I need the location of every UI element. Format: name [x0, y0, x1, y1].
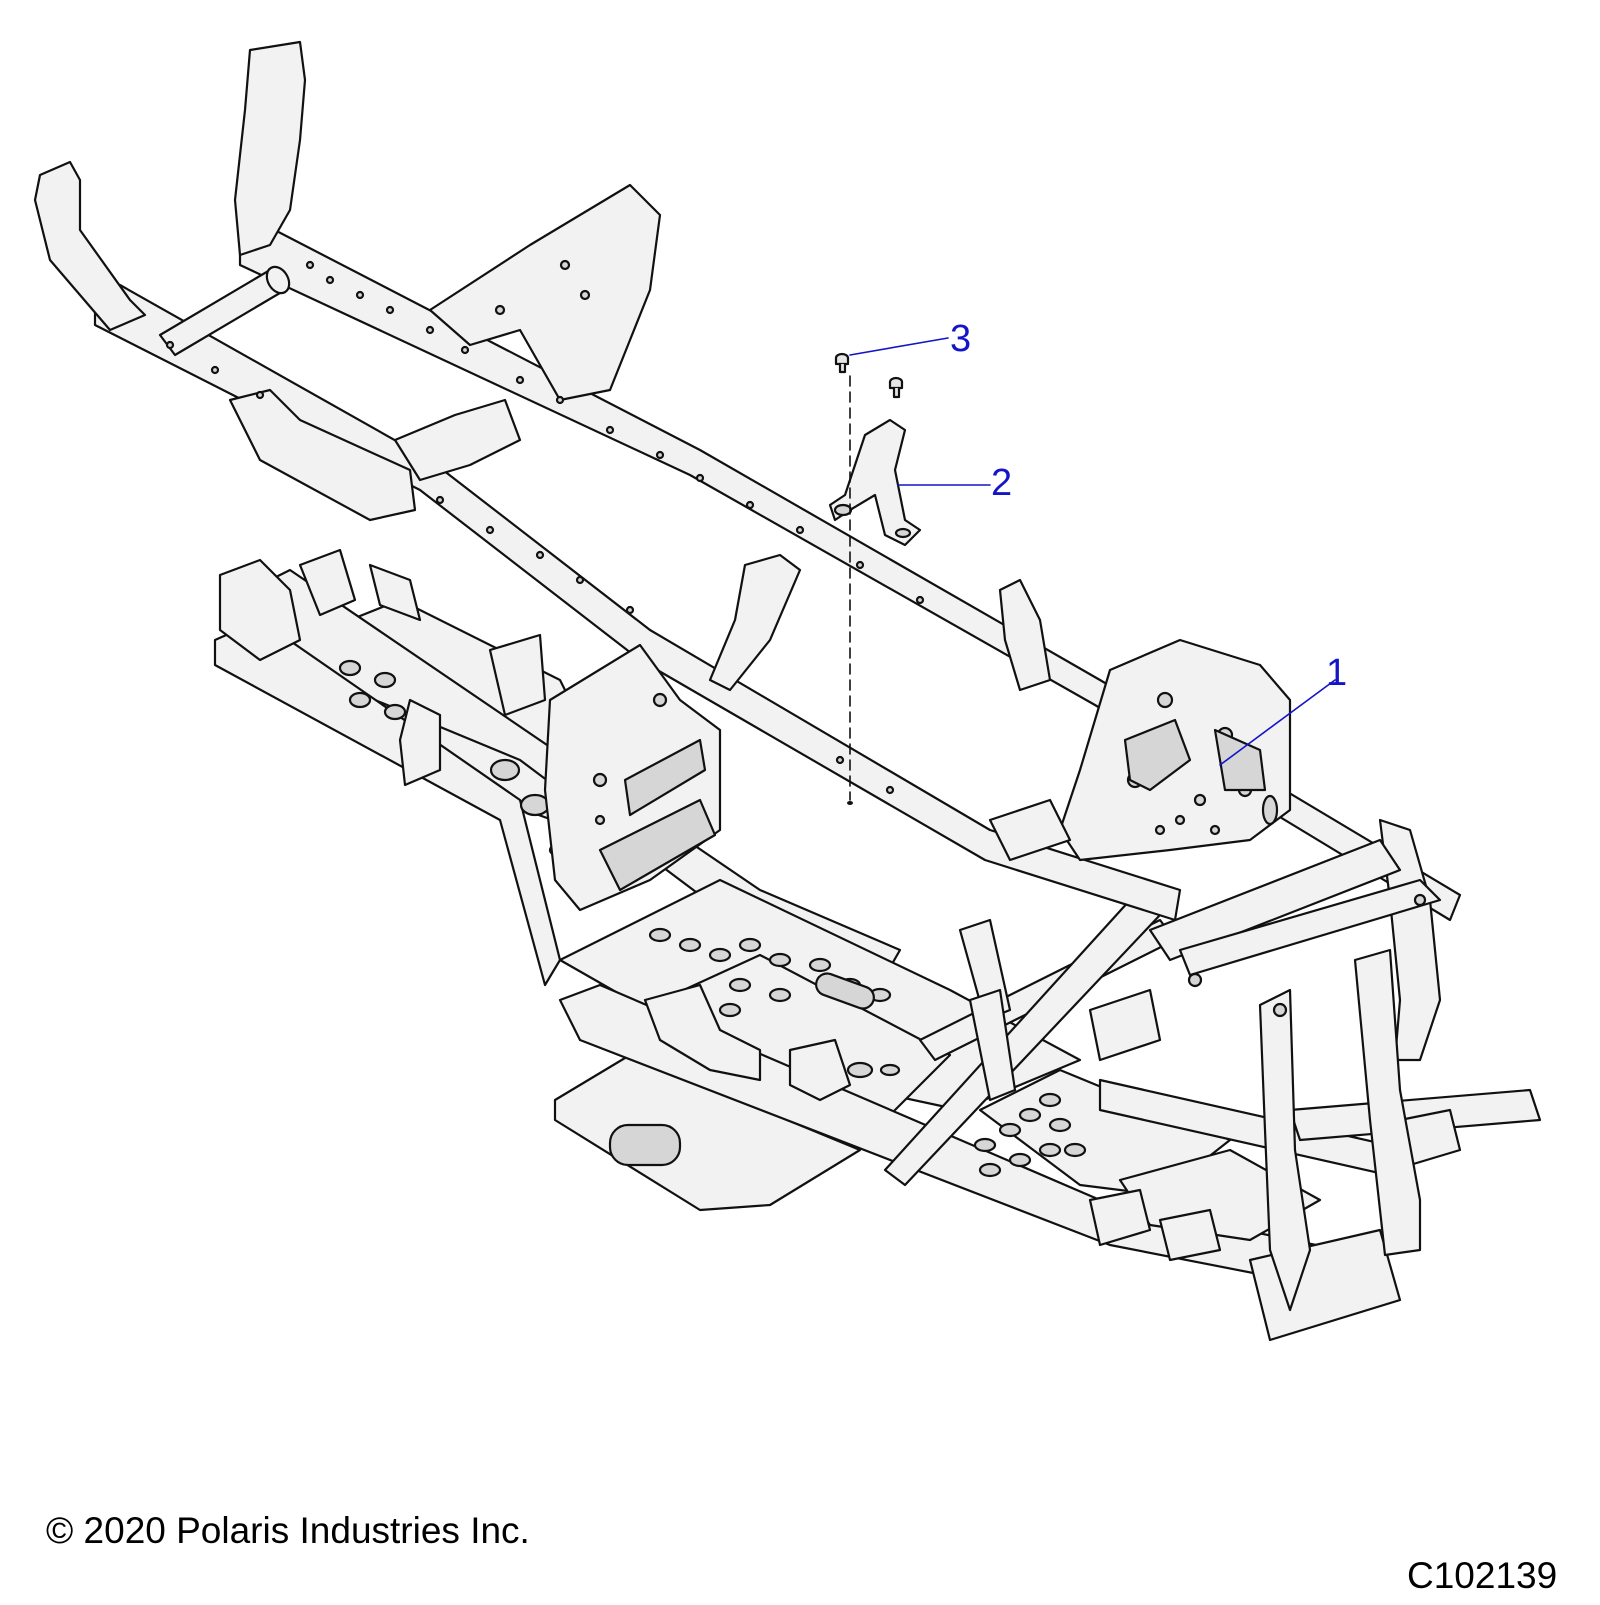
callout-label-2[interactable]: 2	[991, 462, 1013, 504]
bolt-part	[834, 352, 850, 374]
diagram-id: C102139	[1407, 1555, 1558, 1596]
bracket-part	[828, 418, 922, 547]
floor-holes	[338, 659, 1087, 1178]
copyright-text: © 2020 Polaris Industries Inc.	[46, 1510, 530, 1551]
leader-line-3	[849, 337, 949, 356]
callout-label-3[interactable]: 3	[950, 318, 972, 360]
callout-label-1[interactable]: 1	[1326, 652, 1348, 694]
upper-holes	[165, 259, 1427, 1018]
callout-leaders	[849, 337, 1336, 766]
plate-cutouts	[598, 718, 1279, 892]
leader-line-1	[1219, 679, 1336, 766]
bolt-part-secondary	[888, 376, 904, 399]
